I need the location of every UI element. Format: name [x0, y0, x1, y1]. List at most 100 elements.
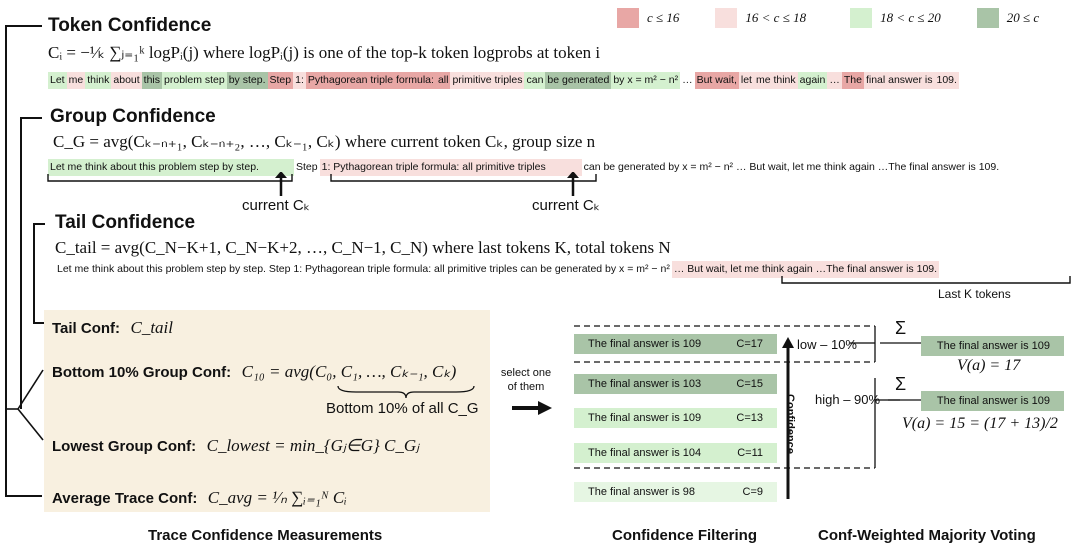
measurements-panel [44, 310, 490, 512]
token: The [841, 72, 864, 89]
voting-low-value: V(a) = 17 [957, 357, 1021, 374]
filtering-dashes [574, 325, 900, 469]
token: final answer is [863, 72, 935, 89]
sigma-high: Σ [895, 374, 907, 394]
tail-bracket-bottom [33, 322, 45, 324]
tail-conf-row: Tail Conf: C_tail [52, 318, 173, 338]
current-token-label-1: current Cₖ [242, 197, 311, 214]
measurements-footer: Trace Confidence Measurements [148, 527, 383, 544]
token: by x = m² − n² [611, 72, 681, 89]
confidence-legend: c ≤ 16 16 < c ≤ 18 18 < c ≤ 20 20 ≤ c [617, 8, 1039, 28]
lowest-conf-label: Lowest Group Conf: [52, 438, 197, 455]
group-confidence-formula: C_G = avg(Cₖ₋ₙ₊₁, Cₖ₋ₙ₊₂, …, Cₖ₋₁, Cₖ) w… [53, 132, 596, 151]
group-rest-text: can be generated by x = m² − n² … But wa… [583, 161, 1000, 173]
token: by step. [226, 72, 268, 89]
tail-sentence: Let me think about this problem step by … [55, 261, 940, 278]
bottom-conf-label: Bottom 10% Group Conf: [52, 364, 232, 381]
legend-swatch [617, 8, 639, 28]
bottom-conf-brace [337, 385, 475, 399]
token: me [66, 72, 86, 89]
answer-text: The final answer is 98 [588, 486, 695, 498]
token: all [435, 72, 451, 89]
legend-item: c ≤ 16 [617, 8, 679, 28]
average-conf-formula: C_avg = ¹⁄ₙ ∑ᵢ₌₁ᴺ Cᵢ [207, 488, 347, 507]
last-k-tokens-label: Last K tokens [938, 287, 1011, 301]
legend-swatch [850, 8, 873, 28]
low-percent-label: low – 10% [797, 337, 857, 352]
answer-confidence: C=11 [737, 447, 763, 459]
legend-label: 16 < c ≤ 18 [745, 10, 807, 25]
token: Let [48, 72, 67, 89]
tail-confidence-formula: C_tail = avg(C_N−K+1, C_N−K+2, …, C_N−1,… [55, 238, 671, 257]
average-conf-label: Average Trace Conf: [52, 490, 198, 507]
token: 109. [934, 72, 959, 89]
token: … [682, 74, 693, 86]
legend-label: 18 < c ≤ 20 [880, 10, 941, 25]
answer-confidence: C=17 [736, 338, 763, 350]
token: primitive triples [450, 72, 525, 89]
token: But wait, [694, 72, 739, 89]
filtering-footer: Confidence Filtering [612, 527, 758, 544]
left-bracket-bottom [5, 495, 42, 497]
answer-box: The final answer is 98 C=9 [574, 482, 777, 502]
group-window-braces [47, 172, 597, 196]
lowest-conf-row: Lowest Group Conf: C_lowest = min_{Gⱼ∈G}… [52, 436, 419, 456]
legend-item: 20 ≤ c [976, 8, 1040, 28]
token: let [738, 72, 754, 89]
answer-text: The final answer is 104 [588, 447, 702, 459]
token: this [141, 72, 163, 89]
sigma-low: Σ [895, 318, 907, 338]
token-confidence-title: Token Confidence [48, 15, 212, 36]
group-bracket-vertical [20, 117, 22, 409]
group-confidence-title: Group Confidence [50, 106, 216, 127]
legend-swatch [976, 8, 999, 28]
lowest-conf-formula: C_lowest = min_{Gⱼ∈G} C_Gⱼ [206, 436, 420, 455]
tail-head-text: Let me think about this problem step by … [57, 263, 670, 275]
answer-box: The final answer is 109 C=17 [574, 334, 777, 354]
legend-item: 18 < c ≤ 20 [850, 8, 941, 28]
tail-conf-label: Tail Conf: [52, 320, 121, 337]
left-bracket-top [5, 25, 42, 27]
legend-label: 20 ≤ c [1006, 10, 1040, 25]
token: … [827, 72, 842, 89]
voting-connectors [880, 342, 922, 401]
token: can [524, 72, 546, 89]
confidence-axis-label: Confidence [783, 394, 796, 454]
tail-brace [781, 276, 1071, 284]
group-gap-text: Step [296, 161, 318, 173]
token: think [85, 72, 112, 89]
answer-text: The final answer is 109 [588, 338, 702, 350]
token: me think [753, 72, 798, 89]
answer-confidence: C=15 [736, 378, 763, 390]
token: 1: [293, 72, 306, 89]
legend-swatch [715, 8, 738, 28]
bottom-conf-note: Bottom 10% of all C_G [326, 400, 479, 417]
select-arrow [512, 401, 552, 415]
answer-confidence: C=13 [736, 412, 763, 424]
token: be generated [545, 72, 612, 89]
answer-text: The final answer is 109 [588, 412, 702, 424]
legend-label: c ≤ 16 [647, 10, 680, 25]
voting-low-answer: The final answer is 109 [921, 336, 1064, 356]
select-one-label: select one of them [500, 367, 552, 393]
voting-footer: Conf-Weighted Majority Voting [818, 527, 1036, 544]
tail-conf-formula: C_tail [130, 318, 174, 337]
tail-confidence-title: Tail Confidence [55, 212, 196, 233]
group-window-1: Let me think about this problem step by … [48, 159, 294, 176]
legend-item: 16 < c ≤ 18 [715, 8, 806, 28]
token: problem step [162, 72, 227, 89]
answer-box: The final answer is 104 C=11 [574, 443, 777, 463]
token: Pythagorean triple formula: [305, 72, 436, 89]
bottom-conf-formula: C₁₀ = avg(C₀, C₁, …, Cₖ₋₁, Cₖ) [241, 362, 457, 381]
group-sentence: Let me think about this problem step by … [48, 159, 1001, 176]
left-bracket-vertical [5, 25, 7, 497]
high-percent-label: high – 90% [815, 392, 881, 407]
measure-fan-lines [7, 369, 44, 441]
group-window-2: 1: Pythagorean triple formula: all primi… [319, 159, 582, 176]
answer-confidence: C=9 [742, 486, 764, 498]
token: about [111, 72, 142, 89]
tail-bracket-vertical [33, 223, 35, 323]
current-token-label-2: current Cₖ [532, 197, 601, 214]
